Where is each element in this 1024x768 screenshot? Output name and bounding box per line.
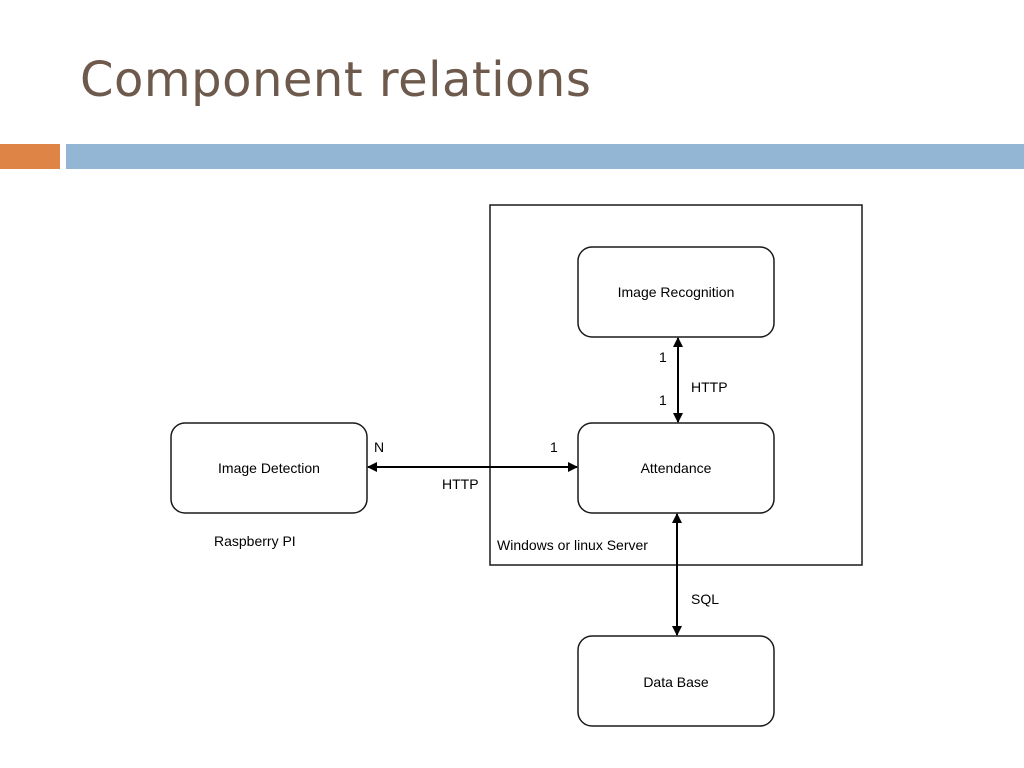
edge-detection-attendance-protocol: HTTP (442, 476, 479, 492)
raspberry-label: Raspberry PI (214, 533, 296, 549)
edge-recognition-attendance-protocol: HTTP (691, 379, 728, 395)
accent-bar-orange (0, 144, 60, 169)
node-image-detection: Image Detection (170, 422, 368, 514)
slide-title: Component relations (80, 52, 592, 108)
edge-detection-attendance-source-mult: N (374, 439, 384, 455)
edge-recognition-attendance-target-mult: 1 (659, 392, 667, 408)
node-image-recognition: Image Recognition (577, 246, 775, 338)
node-attendance: Attendance (577, 422, 775, 514)
accent-bar-blue (66, 144, 1024, 169)
edge-recognition-attendance: HTTP 1 1 (659, 337, 728, 423)
edge-attendance-database-protocol: SQL (691, 591, 719, 607)
edge-detection-attendance: HTTP N 1 (367, 439, 578, 492)
server-label: Windows or linux Server (497, 537, 648, 553)
edge-attendance-database: SQL (672, 513, 719, 636)
node-image-recognition-label: Image Recognition (618, 284, 735, 300)
node-database: Data Base (577, 635, 775, 727)
edge-recognition-attendance-source-mult: 1 (659, 349, 667, 365)
node-database-label: Data Base (643, 674, 709, 690)
node-image-detection-label: Image Detection (218, 460, 320, 476)
edge-detection-attendance-target-mult: 1 (550, 439, 558, 455)
node-attendance-label: Attendance (641, 460, 712, 476)
